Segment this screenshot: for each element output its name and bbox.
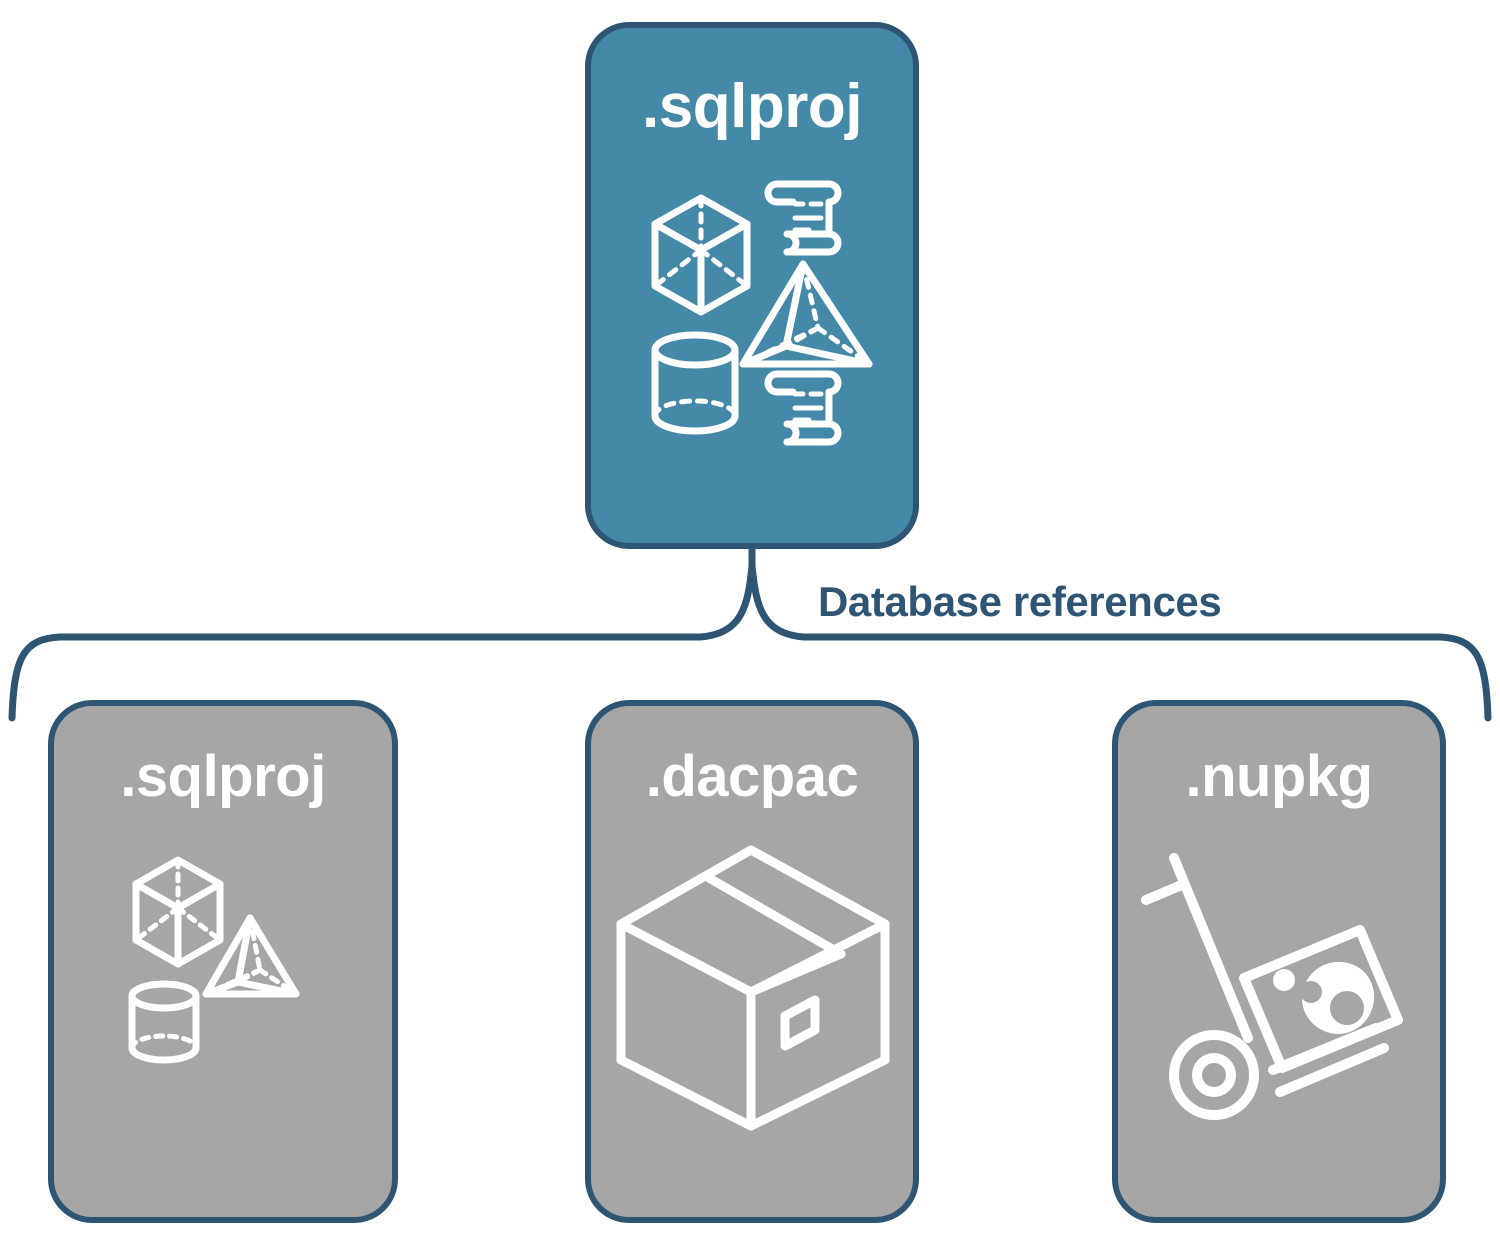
nuget-package-glyph [1239, 925, 1403, 1073]
scroll-glyph-top [764, 180, 842, 256]
nuget-hand-truck-icon [1140, 846, 1430, 1136]
node-reference-nupkg-label: .nupkg [1185, 744, 1373, 809]
cylinder-glyph [128, 980, 200, 1064]
shipping-box-glyph [616, 845, 890, 1131]
wheel-glyph [1169, 1030, 1259, 1120]
pyramid-glyph [202, 914, 300, 998]
node-reference-dacpac-label: .dacpac [645, 744, 859, 809]
cube-glyph [132, 856, 224, 968]
node-reference-sqlproj[interactable]: .sqlproj [48, 700, 398, 1223]
node-reference-nupkg[interactable]: .nupkg [1112, 700, 1446, 1223]
cube-glyph [651, 194, 751, 316]
hand-truck-glyph [1141, 853, 1389, 1097]
brace-left [8, 562, 756, 722]
package-box-icon [601, 834, 901, 1134]
database-references-label: Database references [818, 578, 1222, 625]
cylinder-glyph [651, 331, 739, 435]
node-root-sqlproj[interactable]: .sqlproj [585, 22, 919, 549]
scroll-glyph-bottom [764, 370, 842, 446]
pyramid-glyph [739, 260, 873, 368]
sql-objects-icon [100, 856, 340, 1096]
sql-objects-and-scripts-icon [643, 178, 873, 450]
node-reference-sqlproj-label: .sqlproj [120, 744, 326, 809]
node-root-label: .sqlproj [642, 72, 862, 141]
node-reference-dacpac[interactable]: .dacpac [585, 700, 919, 1223]
